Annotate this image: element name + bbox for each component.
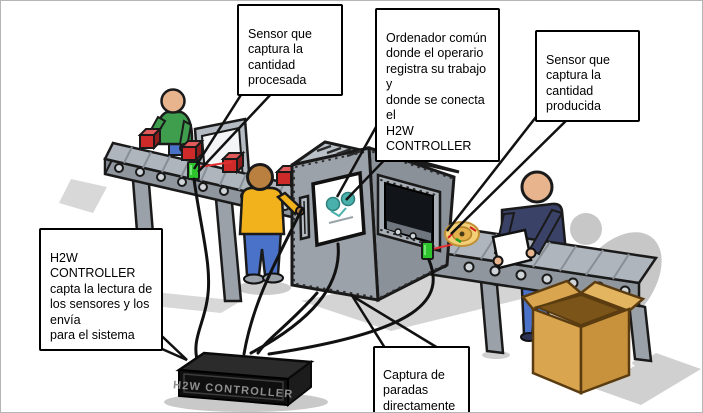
hand [492, 255, 504, 267]
produced-sensor [421, 239, 472, 260]
head [160, 88, 186, 114]
h2w-controller-device: H2W CONTROLLER [173, 351, 315, 408]
hand [525, 247, 537, 259]
cable-left-sensor [192, 177, 211, 365]
callout-controller-text: H2W CONTROLLER capta la lectura de los s… [50, 250, 153, 343]
head [520, 170, 554, 204]
shoe [243, 273, 265, 285]
logo-mark [325, 196, 341, 212]
red-box [220, 150, 246, 175]
head [246, 163, 274, 191]
cable-machine-bottom [256, 291, 319, 355]
belt-in-tunnel [387, 221, 431, 241]
conveyor-leg [627, 301, 653, 363]
callout-computer-text: Ordenador común donde el operario regist… [386, 30, 487, 154]
callout-produced-sensor: Sensor que captura la cantidad producida [535, 30, 640, 122]
cables [192, 177, 435, 365]
conveyor-leg [214, 197, 243, 303]
leader-produced-sensor [446, 107, 580, 235]
callout-machine-stops-text: Captura de paradas directamente de la má… [383, 367, 456, 413]
torso [238, 186, 286, 236]
machine [290, 140, 460, 303]
worker-blue-arms [491, 208, 564, 270]
pants [242, 229, 283, 277]
worker-shadow-head [570, 213, 602, 245]
callout-computer: Ordenador común donde el operario regist… [375, 8, 500, 162]
leader-machine-stops [349, 293, 439, 350]
cable-machine-front [242, 207, 304, 356]
callout-controller: H2W CONTROLLER capta la lectura de los s… [39, 228, 163, 351]
machine-screen [311, 170, 366, 248]
conveyor-end-shadow [59, 179, 107, 213]
leg-shadow [632, 359, 660, 367]
cable-screen [249, 242, 340, 355]
callout-processed-sensor: Sensor que captura la cantidad procesada [237, 4, 343, 96]
callout-machine-stops: Captura de paradas directamente de la má… [373, 346, 470, 413]
callout-processed-sensor-text: Sensor que captura la cantidad procesada [248, 26, 312, 88]
red-box [137, 126, 163, 151]
red-box [179, 138, 205, 163]
cable-right-sensor [267, 258, 435, 356]
cardboard-box [520, 279, 646, 395]
machine-tunnel [376, 173, 442, 253]
callout-produced-sensor-text: Sensor que captura la cantidad producida [546, 52, 610, 114]
vent-slots [316, 144, 362, 158]
worker-yellow [238, 163, 305, 285]
cardboard-box-shadow [596, 353, 701, 405]
